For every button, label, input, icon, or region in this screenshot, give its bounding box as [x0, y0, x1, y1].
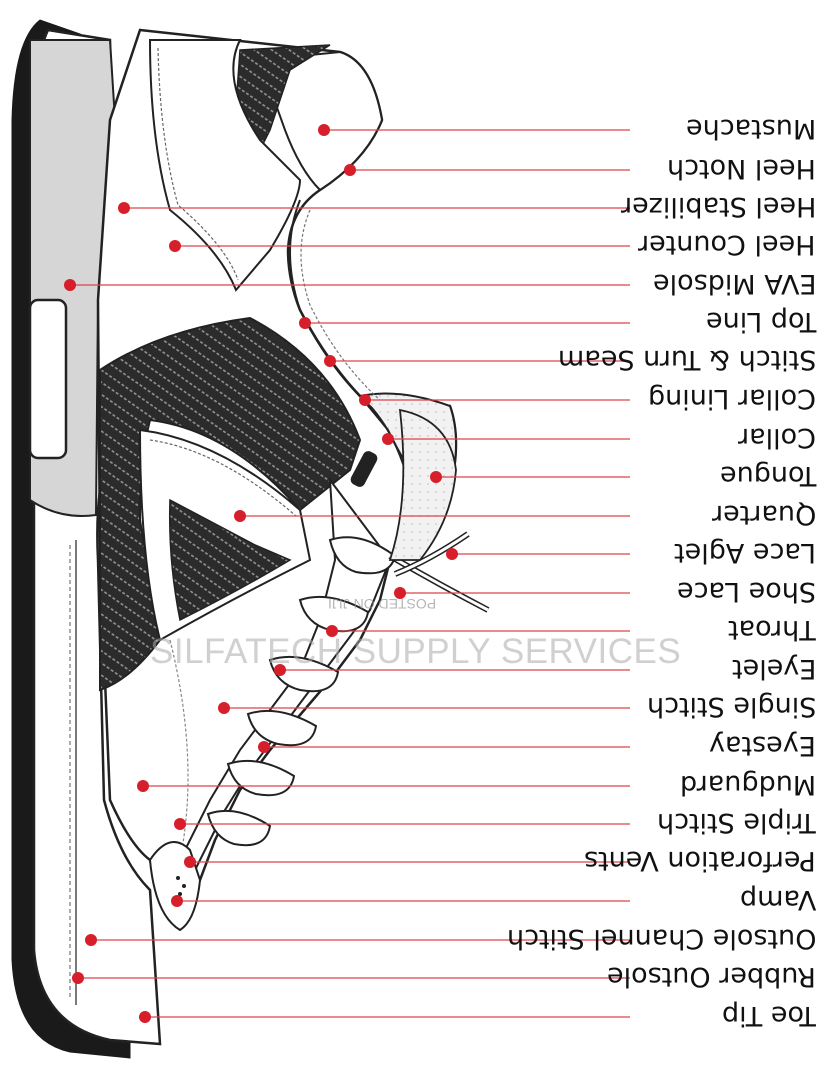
label-stitch-turn-seam: Stitch & Turn Seam	[557, 344, 816, 375]
dot-heel-stabilizer	[118, 202, 130, 214]
label-eyelet: Eyelet	[731, 653, 816, 684]
dot-heel-notch	[344, 164, 356, 176]
label-collar: Collar	[737, 422, 816, 453]
dot-heel-counter	[169, 240, 181, 252]
label-heel-counter: Heel Counter	[638, 229, 816, 260]
dot-eyelet	[274, 664, 286, 676]
dot-outsole-channel-stitch	[85, 934, 97, 946]
dot-toe-tip	[139, 1011, 151, 1023]
dot-rubber-outsole	[72, 972, 84, 984]
label-quarter: Quarter	[711, 499, 816, 530]
dot-collar	[382, 433, 394, 445]
label-heel-notch: Heel Notch	[667, 153, 816, 184]
eyelet-hole	[350, 451, 378, 487]
label-perforation-vents: Perforation Vents	[584, 845, 816, 876]
dot-stitch-turn-seam	[324, 355, 336, 367]
dot-perforation-vents	[184, 856, 196, 868]
dot-eva-midsole	[64, 279, 76, 291]
dot-mudguard	[137, 780, 149, 792]
perforation-dots	[176, 876, 186, 896]
label-mudguard: Mudguard	[679, 769, 816, 800]
label-top-line: Top Line	[705, 306, 816, 337]
mustache-shape	[258, 50, 384, 192]
dot-eyestay	[258, 741, 270, 753]
dot-top-line	[299, 317, 311, 329]
label-outsole-channel-stitch: Outsole Channel Stitch	[506, 923, 816, 954]
midsole-window	[28, 298, 68, 460]
dot-mustache	[318, 124, 330, 136]
posted-caption: POSTED ON JIJI	[328, 596, 437, 612]
label-heel-stabilizer: Heel Stabilizer	[620, 191, 816, 222]
label-toe-tip: Toe Tip	[722, 1000, 816, 1031]
quarter-inner-mesh	[168, 498, 292, 622]
label-shoe-lace: Shoe Lace	[676, 576, 816, 607]
label-eyestay: Eyestay	[709, 730, 816, 761]
mudguard-line	[169, 639, 189, 861]
label-single-stitch: Single Stitch	[646, 691, 816, 722]
heel-stabilizer-shape	[148, 39, 302, 292]
leader-lines	[64, 124, 630, 1023]
watermark: SILFATECH SUPPLY SERVICES	[150, 632, 682, 671]
dot-vamp	[171, 895, 183, 907]
label-mustache: Mustache	[685, 113, 816, 144]
label-tongue: Tongue	[719, 460, 816, 491]
label-vamp: Vamp	[739, 884, 816, 915]
toe-cap	[148, 841, 202, 932]
dot-single-stitch	[218, 702, 230, 714]
dot-shoe-lace	[394, 587, 406, 599]
dot-tongue	[430, 471, 442, 483]
dot-lace-aglet	[446, 548, 458, 560]
dot-quarter	[234, 510, 246, 522]
tongue-shape	[388, 408, 457, 561]
label-throat: Throat	[728, 614, 816, 645]
label-rubber-outsole: Rubber Outsole	[607, 961, 816, 992]
label-eva-midsole: EVA Midsole	[652, 268, 817, 299]
label-lace-aglet: Lace Aglet	[674, 537, 816, 568]
label-collar-lining: Collar Lining	[647, 383, 816, 414]
dot-collar-lining	[359, 394, 371, 406]
dot-triple-stitch	[174, 818, 186, 830]
dot-throat	[326, 625, 338, 637]
label-triple-stitch: Triple Stitch	[657, 807, 816, 838]
